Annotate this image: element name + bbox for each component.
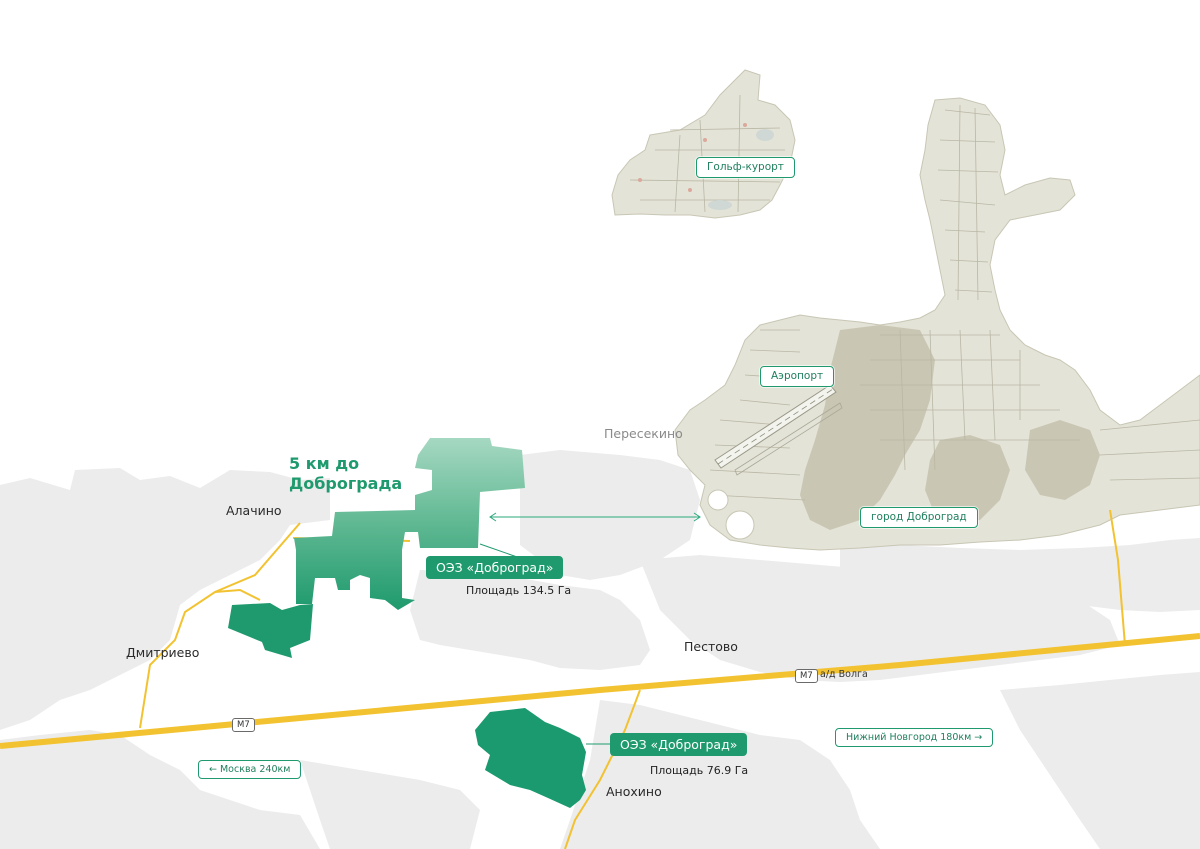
distance-label: 5 км до Доброграда (289, 454, 402, 494)
tag-city-dobrograd[interactable]: город Доброград (860, 507, 978, 528)
sez-zone-north (294, 438, 525, 610)
road-name-volga: а/д Волга (820, 669, 868, 680)
sez-zone-north-lower (228, 603, 313, 658)
distance-arrow (489, 512, 701, 522)
highway-m7 (0, 633, 1200, 749)
sign-moscow: ← Москва 240км (198, 760, 302, 780)
road-badge-m7-east: М7 (795, 669, 818, 684)
village-anokhino: Анохино (606, 784, 662, 799)
airport-circles (707, 489, 755, 540)
road-badge-m7-west: М7 (232, 718, 255, 733)
tag-golf-resort[interactable]: Гольф-курорт (696, 157, 795, 178)
sign-nizhny-novgorod: Нижний Новгород 180км → (835, 728, 994, 748)
distance-label-line1: 5 км до (289, 454, 360, 473)
golf-resort-shape (611, 69, 796, 219)
city-block-texture (709, 104, 1200, 501)
sez-zone-south (475, 708, 586, 808)
sez-north-label[interactable]: ОЭЗ «Доброград» (426, 556, 564, 579)
village-alachino: Алачино (226, 503, 282, 518)
sez-south-label[interactable]: ОЭЗ «Доброград» (610, 733, 748, 756)
settlement-areas (0, 450, 1200, 849)
village-dmitrievo: Дмитриево (126, 645, 200, 660)
village-peresekino: Пересекино (604, 426, 683, 441)
village-pestovo: Пестово (684, 639, 738, 654)
distance-label-line2: Доброграда (289, 474, 403, 493)
sez-south-area: Площадь 76.9 Га (650, 764, 749, 777)
tag-airport[interactable]: Аэропорт (760, 366, 835, 387)
sez-north-area: Площадь 134.5 Га (466, 584, 572, 597)
zone-north-leader (479, 543, 521, 559)
airport-runway (714, 384, 843, 476)
